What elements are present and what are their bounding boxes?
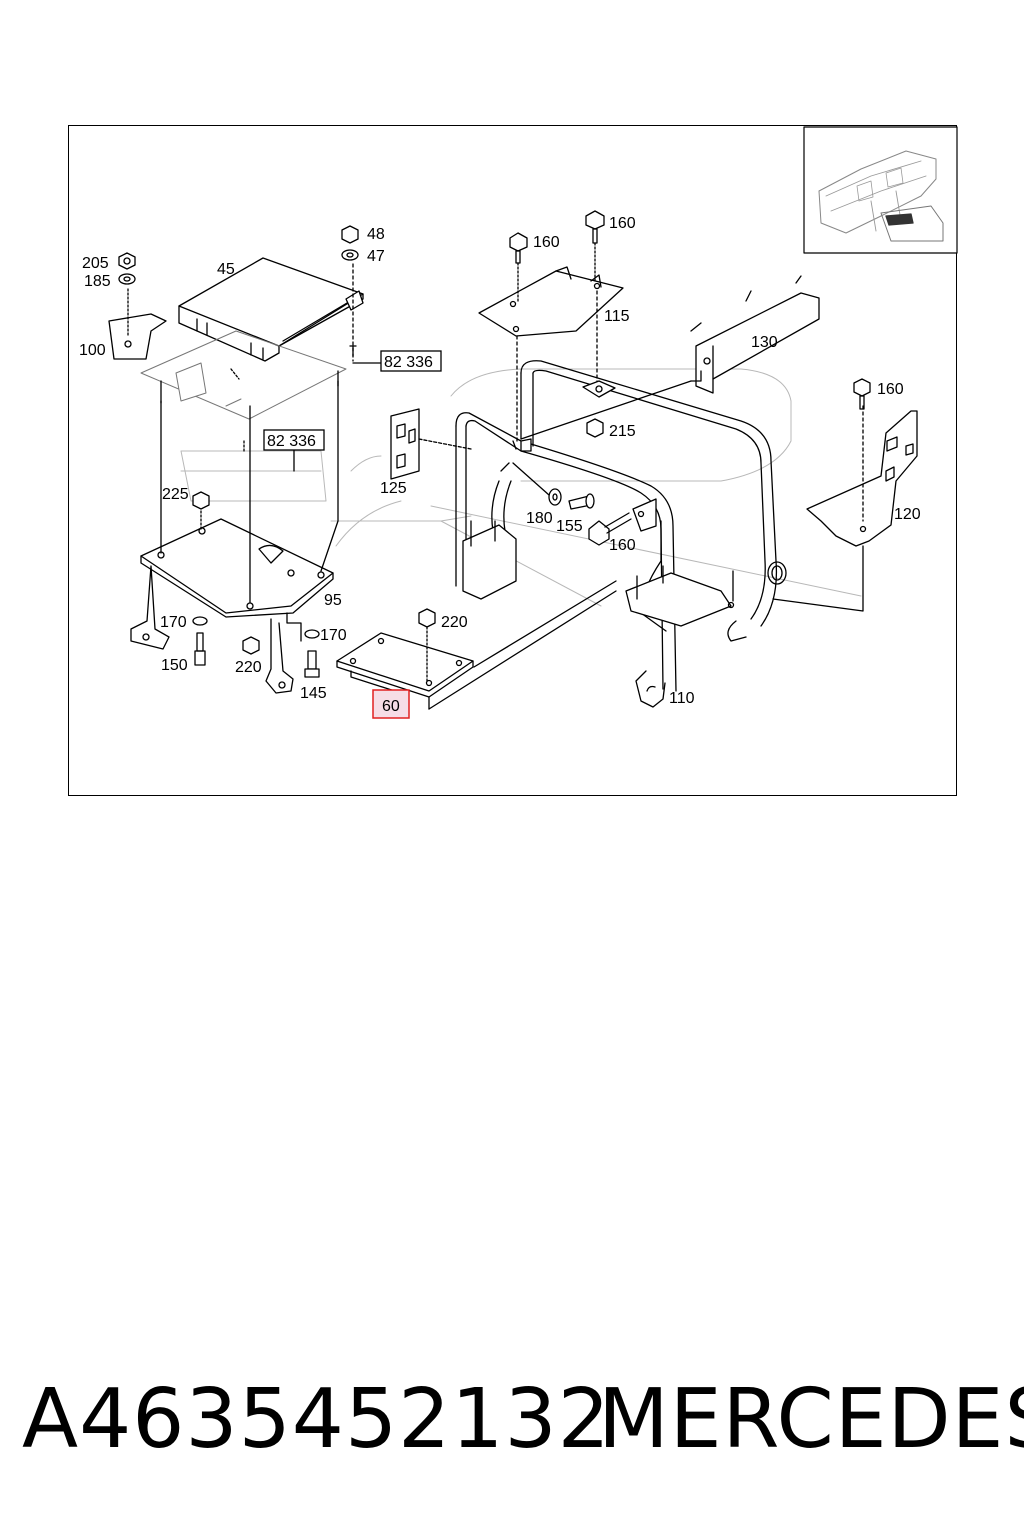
screw-155-icon: [568, 493, 595, 510]
callout-160-a: 160: [533, 234, 560, 251]
part-number: A4635452132: [22, 1372, 611, 1467]
washer-170-left-icon: [192, 616, 208, 626]
callout-115: 115: [604, 308, 630, 325]
callout-170-a: 170: [160, 614, 187, 631]
callout-100: 100: [79, 342, 106, 359]
screw-145-icon: [304, 650, 320, 678]
bracket-100: [108, 288, 167, 360]
parts-diagram-frame: 82 336 82 336 60 205 185 100 45 48 47 16…: [68, 125, 958, 796]
control-unit-45: [178, 257, 364, 362]
washer-47-icon: [341, 249, 359, 261]
nut-220-upper-icon: [418, 608, 436, 682]
callout-155: 155: [556, 518, 583, 535]
boxed-ref-82336-b: 82 336: [263, 429, 325, 451]
callout-48: 48: [367, 226, 385, 243]
frame-mount-right: [625, 565, 735, 627]
callout-185: 185: [84, 273, 111, 290]
vehicle-location-thumbnail: [803, 126, 958, 254]
callout-47: 47: [367, 248, 385, 265]
frame-mount-left: [462, 520, 517, 600]
nut-215-icon: [586, 418, 604, 438]
screw-150-icon: [194, 632, 206, 666]
washer-185-icon: [118, 273, 136, 285]
callout-160-b: 160: [609, 215, 636, 232]
svg-text:60: 60: [382, 698, 400, 715]
background-body-outline: [180, 368, 862, 607]
callout-95: 95: [324, 592, 342, 609]
plate-215: [582, 380, 616, 398]
callout-125: 125: [380, 480, 407, 497]
bolt-160-d-icon: [588, 512, 632, 546]
callout-45: 45: [217, 261, 235, 278]
callout-220-a: 220: [441, 614, 468, 631]
bracket-130: [520, 275, 820, 440]
callout-170-b: 170: [320, 627, 347, 644]
callout-145: 145: [300, 685, 327, 702]
callout-180: 180: [526, 510, 553, 527]
exploded-parts-diagram: 82 336 82 336 60 205 185 100 45 48 47 16…: [79, 126, 958, 719]
svg-text:82 336: 82 336: [267, 433, 316, 450]
callout-205: 205: [82, 255, 109, 272]
callout-160-d: 160: [609, 537, 636, 554]
footer: A4635452132 MERCEDES: [0, 1370, 1024, 1480]
bolt-160-a-icon: [509, 232, 528, 302]
callout-225: 225: [162, 486, 189, 503]
mounting-plate-upper: [140, 330, 347, 420]
bracket-120: [772, 405, 918, 612]
bolt-160-c-icon: [853, 378, 871, 410]
callout-110: 110: [669, 690, 695, 707]
svg-text:82 336: 82 336: [384, 354, 433, 371]
nut-225-icon: [192, 491, 210, 530]
callout-220-b: 220: [235, 659, 262, 676]
highlighted-callout-60[interactable]: 60: [372, 689, 410, 719]
callout-150: 150: [161, 657, 188, 674]
bracket-115: [478, 266, 624, 442]
bolt-160-b-icon: [585, 210, 605, 282]
nut-205-icon: [118, 252, 136, 270]
nut-220-lower-icon: [242, 636, 260, 655]
plate-125: [390, 408, 472, 480]
washer-180-icon: [548, 488, 562, 506]
brand-name: MERCEDES: [598, 1372, 1024, 1467]
washer-170-right-icon: [304, 629, 320, 639]
plate-60: [336, 580, 617, 710]
nut-48-icon: [341, 225, 359, 244]
callout-215: 215: [609, 423, 636, 440]
mounting-tray-95: [130, 518, 334, 694]
boxed-ref-82336-a: 82 336: [380, 350, 442, 372]
callout-labels: 205 185 100 45 48 47 160 160 115 130 160…: [79, 215, 921, 707]
callout-130: 130: [751, 334, 778, 351]
callout-160-c: 160: [877, 381, 904, 398]
callout-120: 120: [894, 506, 921, 523]
